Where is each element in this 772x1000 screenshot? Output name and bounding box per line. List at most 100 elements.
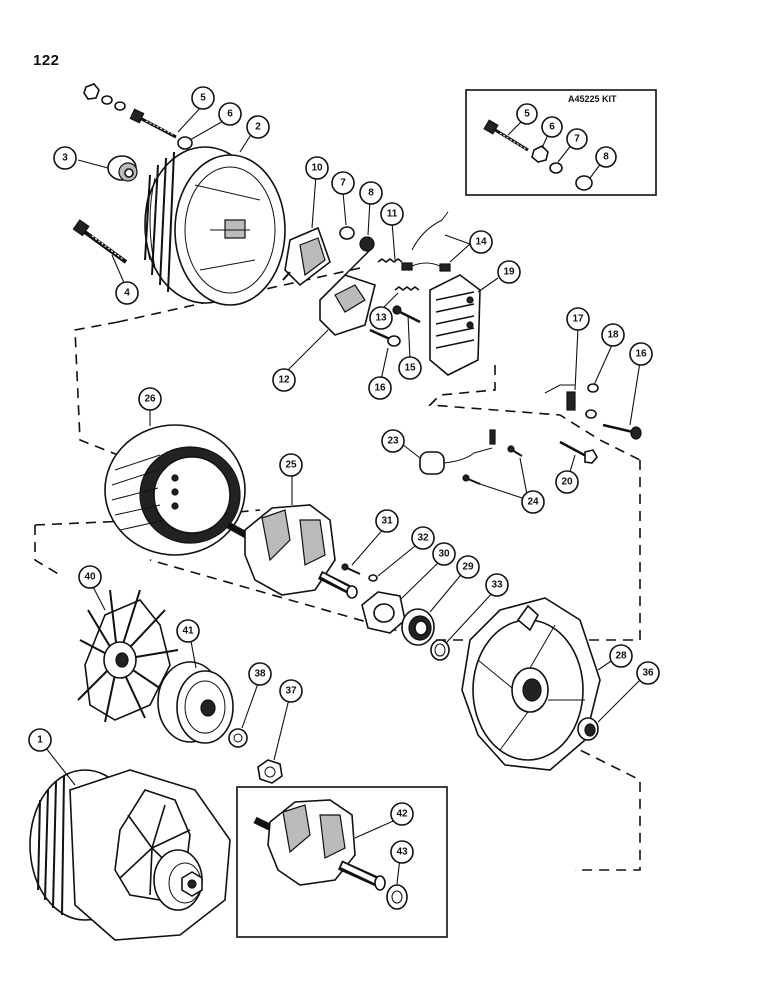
bearing-icon bbox=[107, 155, 138, 182]
svg-text:8: 8 bbox=[603, 152, 609, 163]
svg-text:43: 43 bbox=[396, 847, 408, 858]
retainer-screw-icon bbox=[341, 563, 361, 575]
callout-25: 25 bbox=[279, 453, 303, 477]
svg-text:28: 28 bbox=[615, 651, 627, 662]
pulley-nut bbox=[257, 759, 283, 784]
callout-2: 2 bbox=[246, 115, 270, 139]
kit-bolt-icon bbox=[483, 119, 529, 152]
callout-43: 43 bbox=[390, 840, 414, 864]
stator bbox=[104, 424, 246, 556]
washer-small-icon bbox=[587, 383, 599, 393]
callout-33: 33 bbox=[485, 573, 509, 597]
rotor-inset-box bbox=[236, 786, 448, 938]
svg-text:26: 26 bbox=[144, 394, 156, 405]
rectifier-dashline bbox=[428, 365, 641, 461]
callout-38: 38 bbox=[248, 662, 272, 686]
svg-text:4: 4 bbox=[124, 288, 130, 299]
svg-text:5: 5 bbox=[200, 93, 206, 104]
svg-text:14: 14 bbox=[475, 237, 487, 248]
svg-text:7: 7 bbox=[574, 134, 580, 145]
svg-text:10: 10 bbox=[311, 163, 323, 174]
svg-text:8: 8 bbox=[368, 188, 374, 199]
callout-29: 29 bbox=[456, 555, 480, 579]
callout-36: 36 bbox=[636, 661, 660, 685]
regulator bbox=[282, 226, 331, 287]
svg-text:37: 37 bbox=[285, 686, 297, 697]
terminal-screw-icon bbox=[559, 440, 598, 464]
small-nut-set bbox=[83, 83, 126, 111]
svg-text:6: 6 bbox=[549, 122, 555, 133]
callout-10: 10 bbox=[305, 156, 329, 180]
svg-text:1: 1 bbox=[37, 735, 43, 746]
front-bearing bbox=[401, 608, 435, 646]
screw-icon bbox=[392, 305, 421, 324]
kit-title: A45225 KIT bbox=[568, 94, 617, 104]
svg-text:42: 42 bbox=[396, 809, 408, 820]
svg-text:2: 2 bbox=[255, 122, 261, 133]
callout-16a: 16 bbox=[368, 376, 392, 400]
diode-trio bbox=[544, 384, 576, 411]
washer-small-icon-2 bbox=[585, 409, 597, 419]
callout-8: 8 bbox=[359, 181, 383, 205]
insulator-icon bbox=[177, 136, 193, 150]
callout-15: 15 bbox=[398, 356, 422, 380]
svg-text:32: 32 bbox=[417, 533, 429, 544]
spacer-washer bbox=[430, 639, 450, 661]
through-bolt-icon bbox=[129, 108, 177, 139]
kit-box: A45225 KIT bbox=[465, 89, 657, 196]
kit-nut-icon bbox=[531, 145, 549, 163]
callout-5: 5 bbox=[191, 86, 215, 110]
rotor-collar bbox=[386, 884, 408, 910]
callout-20: 20 bbox=[555, 470, 579, 494]
svg-text:18: 18 bbox=[607, 330, 619, 341]
callout-24: 24 bbox=[521, 490, 545, 514]
callout-4: 4 bbox=[115, 281, 139, 305]
nut-icon bbox=[359, 236, 375, 252]
callout-41: 41 bbox=[176, 619, 200, 643]
callout-13: 13 bbox=[369, 306, 393, 330]
rotor bbox=[226, 504, 358, 599]
front-end-frame bbox=[461, 597, 601, 771]
alternator-assembly bbox=[29, 769, 231, 941]
callout-14: 14 bbox=[469, 230, 493, 254]
washer-icon bbox=[339, 226, 355, 240]
callout-16b: 16 bbox=[629, 342, 653, 366]
small-screw-icon bbox=[462, 445, 523, 485]
callout-6: 6 bbox=[218, 102, 242, 126]
callout-26: 26 bbox=[138, 387, 162, 411]
rear-end-frame bbox=[144, 146, 286, 306]
svg-text:29: 29 bbox=[462, 562, 474, 573]
svg-text:25: 25 bbox=[285, 460, 297, 471]
kit-callout-7: 7 bbox=[566, 128, 588, 150]
svg-text:30: 30 bbox=[438, 549, 450, 560]
svg-text:40: 40 bbox=[84, 572, 96, 583]
brush-icon bbox=[401, 211, 451, 272]
callout-37: 37 bbox=[279, 679, 303, 703]
callout-12: 12 bbox=[272, 368, 296, 392]
long-bolt-icon bbox=[72, 219, 128, 264]
svg-text:17: 17 bbox=[572, 314, 584, 325]
svg-text:6: 6 bbox=[227, 109, 233, 120]
long-screw-icon bbox=[602, 423, 642, 440]
spring-icon bbox=[377, 258, 420, 291]
callout-7: 7 bbox=[331, 171, 355, 195]
capacitor bbox=[419, 429, 496, 475]
kit-washer-icon bbox=[549, 162, 563, 174]
callout-31: 31 bbox=[375, 509, 399, 533]
brush-holder bbox=[319, 249, 376, 336]
kit-locknut-icon bbox=[575, 175, 593, 191]
kit-callout-8: 8 bbox=[595, 146, 617, 168]
pulley-spacer bbox=[228, 728, 248, 748]
pulley bbox=[157, 661, 234, 744]
svg-text:12: 12 bbox=[278, 375, 290, 386]
svg-text:31: 31 bbox=[381, 516, 393, 527]
svg-text:16: 16 bbox=[635, 349, 647, 360]
svg-text:7: 7 bbox=[340, 178, 346, 189]
kit-callout-6: 6 bbox=[541, 116, 563, 138]
oil-seal bbox=[577, 717, 599, 741]
callout-17: 17 bbox=[566, 307, 590, 331]
retainer-plate bbox=[361, 591, 406, 634]
kit-callout-5: 5 bbox=[516, 103, 538, 125]
callout-1: 1 bbox=[28, 728, 52, 752]
